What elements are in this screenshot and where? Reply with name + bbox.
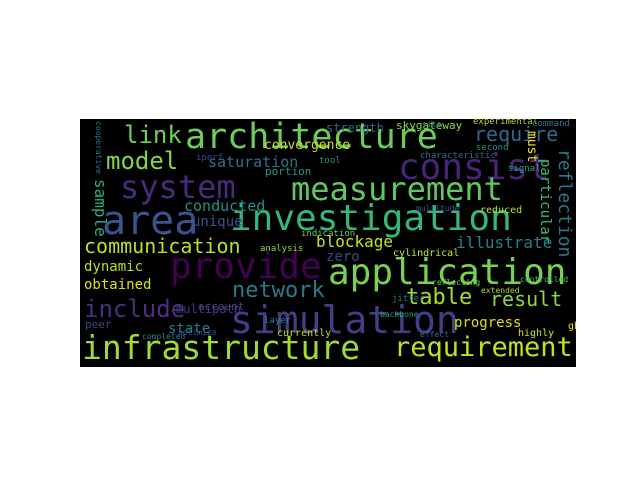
word: reflecting <box>432 278 481 287</box>
word: convergence <box>264 138 351 153</box>
word: reduced <box>480 205 523 216</box>
word: second <box>476 143 509 153</box>
word: iperf <box>196 153 224 163</box>
word: skygateway <box>396 119 463 132</box>
word: backbone <box>380 310 419 319</box>
word: area <box>102 198 199 244</box>
word: ghz <box>568 321 576 332</box>
word: include <box>84 295 186 323</box>
word: portion <box>265 165 312 178</box>
word: saturation <box>208 153 299 171</box>
word: communication <box>84 234 241 258</box>
word: table <box>406 285 473 310</box>
word: model <box>106 147 179 175</box>
word-cloud: architecture consist system measurement … <box>80 119 576 367</box>
word: extended <box>481 286 520 295</box>
word: system <box>120 168 236 206</box>
word: measurement <box>291 170 503 208</box>
word: application <box>328 252 567 293</box>
word: architecture <box>185 119 438 157</box>
word: result <box>490 287 563 311</box>
word: reflection <box>554 149 575 258</box>
word: highly <box>518 328 555 339</box>
word: analysis <box>260 244 304 254</box>
word: account <box>198 300 245 313</box>
word: strength <box>326 121 384 135</box>
word: cooperative <box>94 121 103 174</box>
word: experimental <box>473 119 539 127</box>
word: jitter <box>392 294 425 304</box>
word: signal <box>508 164 541 174</box>
word: layer <box>264 316 292 326</box>
word: require <box>474 122 559 146</box>
word: sample <box>91 179 110 237</box>
word: multipath <box>176 302 242 316</box>
word: network <box>232 278 325 303</box>
word: provide <box>170 246 322 287</box>
word: effect <box>420 330 449 339</box>
word: cylindrical <box>393 248 460 259</box>
word: multitude <box>416 204 460 213</box>
word: peer <box>85 318 112 331</box>
word: controlled <box>520 275 569 284</box>
word: investigation <box>230 198 512 239</box>
word: infrastructure <box>82 328 361 367</box>
word: completed <box>142 332 186 341</box>
word: tool <box>319 156 341 166</box>
word: requirement <box>394 332 573 363</box>
word: obtained <box>84 277 152 293</box>
word: currently <box>277 328 332 339</box>
word: site <box>422 120 442 129</box>
word: consist <box>398 147 550 188</box>
word: dynamic <box>84 259 144 275</box>
word: characteristic <box>420 151 496 161</box>
word: state <box>168 321 211 337</box>
word: indication <box>301 229 356 239</box>
word: unique <box>192 214 243 230</box>
word: illustrate <box>456 233 553 252</box>
word: optimize <box>178 328 217 337</box>
word: zero <box>326 249 360 265</box>
word: blockage <box>316 232 394 251</box>
word: conducted <box>184 197 266 215</box>
word: simulation <box>230 298 459 342</box>
word: link <box>124 121 182 149</box>
word: progress <box>454 315 522 331</box>
word: must <box>524 131 539 163</box>
word: command <box>532 119 570 129</box>
